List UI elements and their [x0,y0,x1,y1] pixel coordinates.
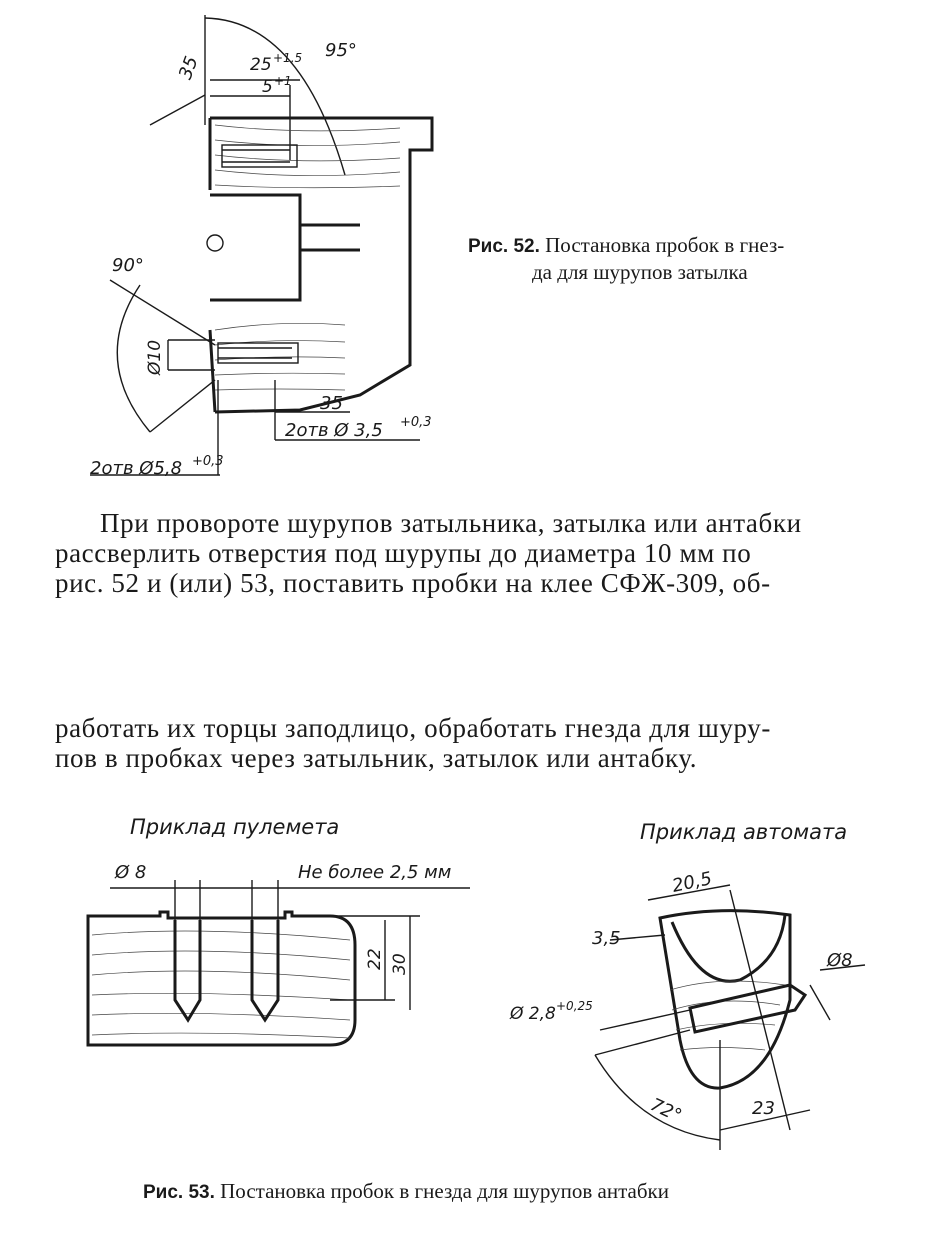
right-drawing-title: Приклад автомата [640,820,848,844]
dim-dia-8-right: Ø8 [827,950,853,971]
paragraph-line-2: рассверлить отверстия под шурупы до диам… [55,538,752,568]
paragraph-line-1: При провороте шурупов затыльника, затылк… [100,508,802,538]
dim-holes-35: 2отв Ø 3,5 [285,420,383,441]
paragraph-line-4: работать их торцы заподлицо, обработать … [55,713,771,743]
dim-23: 23 [752,1098,775,1119]
figure-53-caption: Рис. 53. Постановка пробок в гнезда для … [143,1178,669,1206]
paragraph-line-5: пов в пробках через затыльник, затылок и… [55,743,698,773]
figure-52-caption-line2: да для шурупов затылка [532,260,748,284]
dim-dia-8-left: Ø 8 [115,862,147,883]
dim-3-5: 3,5 [592,928,621,949]
left-drawing-title: Приклад пулемета [130,815,340,839]
dim-holes-58-tol: +0,3 [192,454,224,469]
dim-5: 5 [262,77,273,97]
figure-53-label: Рис. 53. [143,1182,215,1203]
dim-dia-2-8-tol: +0,25 [556,999,593,1013]
dim-dia-2-8: Ø 2,8 [510,1004,556,1024]
dim-holes-58: 2отв Ø5,8 [90,458,183,479]
dim-5-tol: +1 [274,74,292,88]
figure-52-label: Рис. 52. [468,236,540,257]
dim-angle-90: 90° [112,255,144,276]
dim-22: 22 [365,948,385,970]
dim-angle-95: 95° [325,40,357,61]
dim-25: 25 [250,55,272,75]
dim-max-depth: Не более 2,5 мм [298,862,452,883]
figure-53-caption-text: Постановка пробок в гнезда для шурупов а… [220,1179,669,1203]
paragraph-line-3: рис. 52 и (или) 53, поставить пробки на … [55,568,771,598]
dim-30: 30 [390,953,410,975]
dim-35-bottom: 35 [320,393,343,414]
figure-52-caption: Рис. 52. Постановка пробок в гнез- [468,232,784,260]
figure-52-caption-line1: Постановка пробок в гнез- [545,233,785,257]
dim-holes-35-tol: +0,3 [400,415,432,430]
dim-25-tol: +1,5 [273,51,303,65]
